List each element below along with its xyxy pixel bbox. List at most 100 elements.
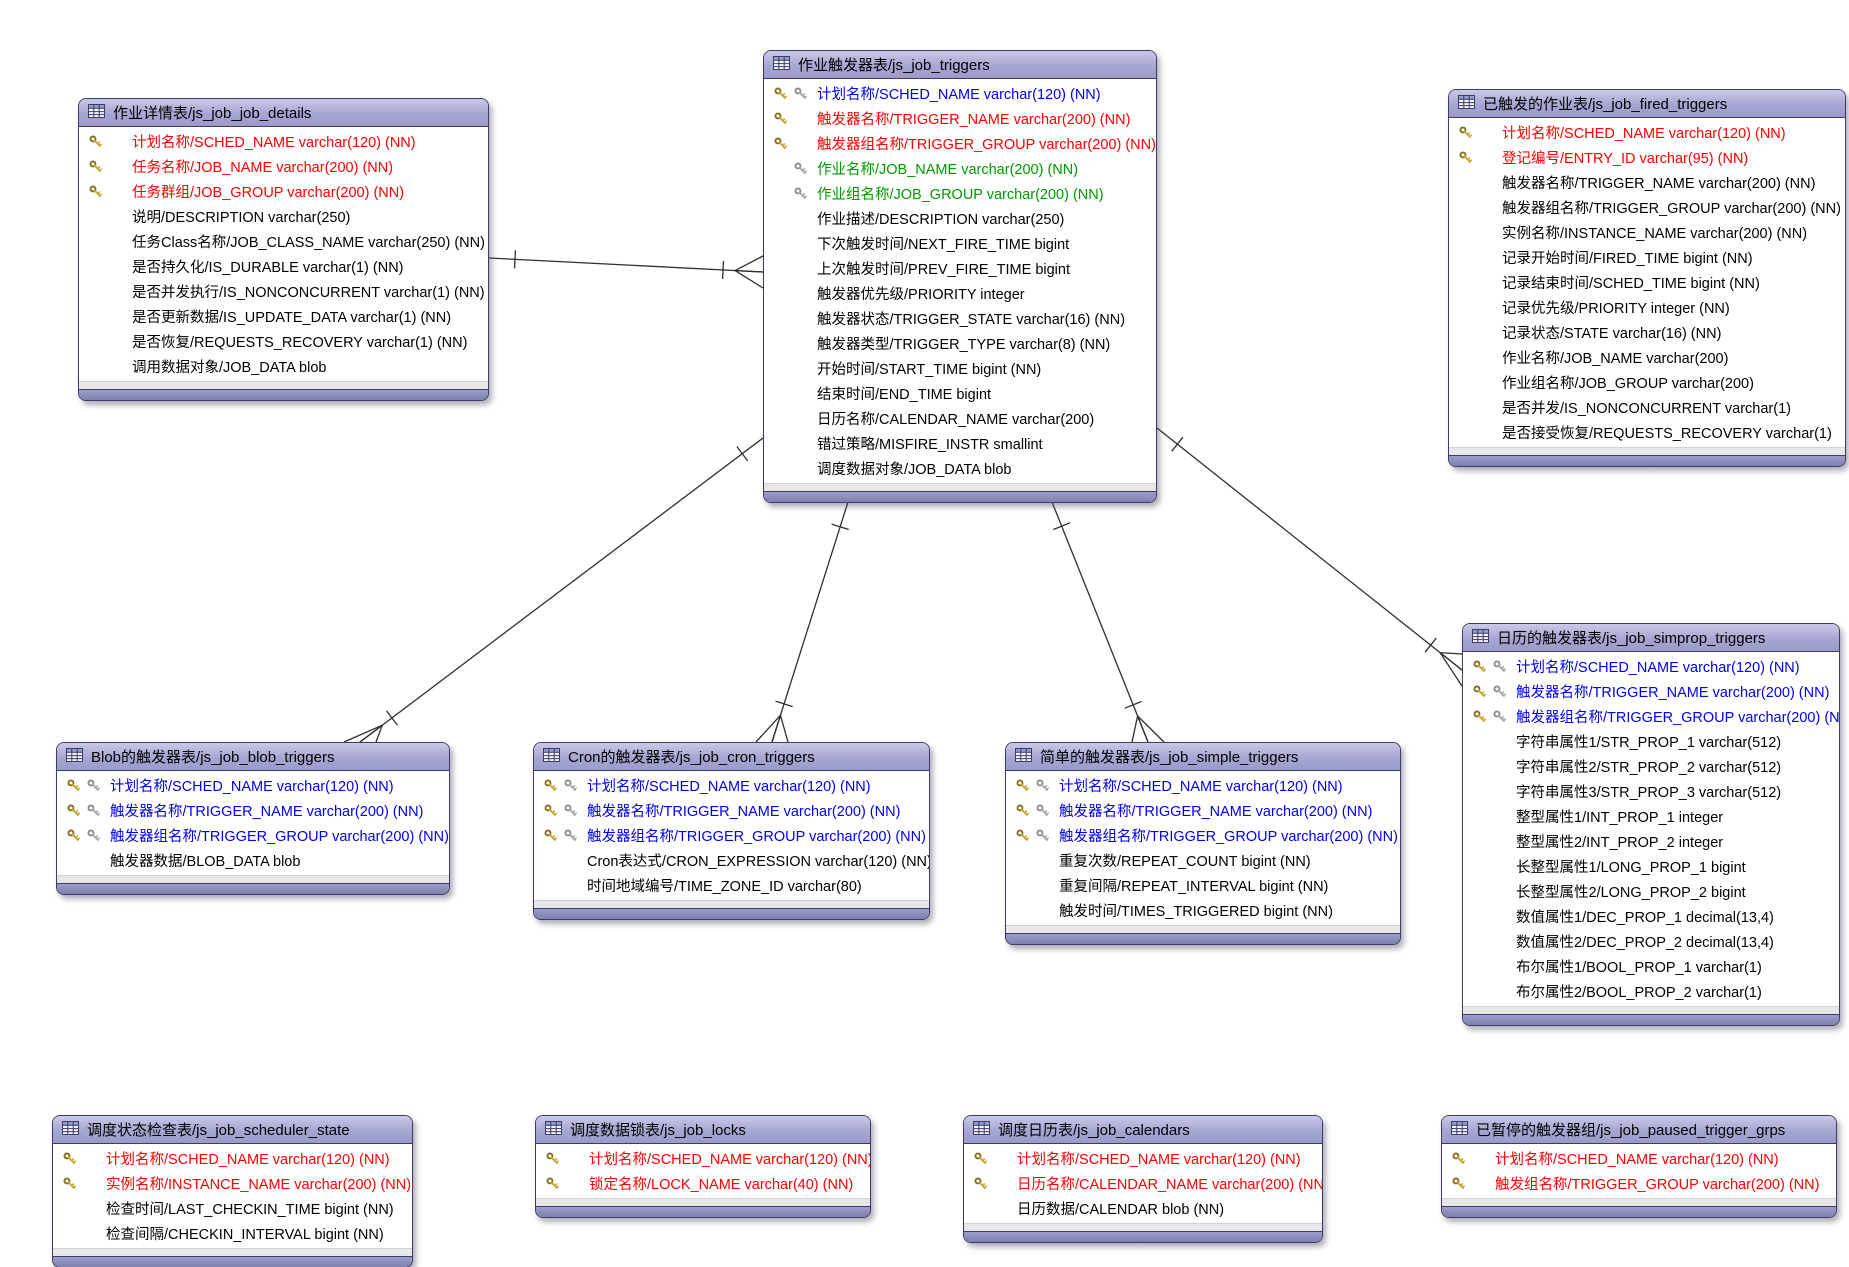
column-row[interactable]: 触发器状态/TRIGGER_STATE varchar(16) (NN)	[764, 306, 1156, 331]
column-row[interactable]: 计划名称/SCHED_NAME varchar(120) (NN)	[57, 773, 449, 798]
column-row[interactable]: 计划名称/SCHED_NAME varchar(120) (NN)	[1463, 654, 1839, 679]
column-row[interactable]: 时间地域编号/TIME_ZONE_ID varchar(80)	[534, 873, 929, 898]
column-row[interactable]: 长整型属性2/LONG_PROP_2 bigint	[1463, 879, 1839, 904]
column-row[interactable]: 任务Class名称/JOB_CLASS_NAME varchar(250) (N…	[79, 229, 488, 254]
column-row[interactable]: 触发器名称/TRIGGER_NAME varchar(200) (NN)	[1449, 170, 1845, 195]
column-row[interactable]: 计划名称/SCHED_NAME varchar(120) (NN)	[964, 1146, 1322, 1171]
column-row[interactable]: 计划名称/SCHED_NAME varchar(120) (NN)	[1442, 1146, 1836, 1171]
column-row[interactable]: 布尔属性2/BOOL_PROP_2 varchar(1)	[1463, 979, 1839, 1004]
table-header[interactable]: 已暂停的触发器组/js_job_paused_trigger_grps	[1442, 1116, 1836, 1144]
column-row[interactable]: 整型属性1/INT_PROP_1 integer	[1463, 804, 1839, 829]
column-row[interactable]: 字符串属性3/STR_PROP_3 varchar(512)	[1463, 779, 1839, 804]
column-row[interactable]: 结束时间/END_TIME bigint	[764, 381, 1156, 406]
table-header[interactable]: 作业详情表/js_job_job_details	[79, 99, 488, 127]
er-table-js_job_triggers[interactable]: 作业触发器表/js_job_triggers 计划名称/SCHED_NAME v…	[763, 50, 1157, 503]
column-row[interactable]: 触发组名称/TRIGGER_GROUP varchar(200) (NN)	[1442, 1171, 1836, 1196]
table-header[interactable]: 作业触发器表/js_job_triggers	[764, 51, 1156, 79]
column-row[interactable]: 整型属性2/INT_PROP_2 integer	[1463, 829, 1839, 854]
column-row[interactable]: 重复间隔/REPEAT_INTERVAL bigint (NN)	[1006, 873, 1400, 898]
er-table-js_job_job_details[interactable]: 作业详情表/js_job_job_details 计划名称/SCHED_NAME…	[78, 98, 489, 401]
column-row[interactable]: 计划名称/SCHED_NAME varchar(120) (NN)	[1006, 773, 1400, 798]
column-row[interactable]: 数值属性2/DEC_PROP_2 decimal(13,4)	[1463, 929, 1839, 954]
column-row[interactable]: 计划名称/SCHED_NAME varchar(120) (NN)	[764, 81, 1156, 106]
column-row[interactable]: 是否恢复/REQUESTS_RECOVERY varchar(1) (NN)	[79, 329, 488, 354]
column-row[interactable]: 实例名称/INSTANCE_NAME varchar(200) (NN)	[1449, 220, 1845, 245]
column-row[interactable]: 日历数据/CALENDAR blob (NN)	[964, 1196, 1322, 1221]
column-row[interactable]: 触发器名称/TRIGGER_NAME varchar(200) (NN)	[57, 798, 449, 823]
column-row[interactable]: 说明/DESCRIPTION varchar(250)	[79, 204, 488, 229]
column-row[interactable]: 长整型属性1/LONG_PROP_1 bigint	[1463, 854, 1839, 879]
column-row[interactable]: 触发器名称/TRIGGER_NAME varchar(200) (NN)	[764, 106, 1156, 131]
table-header[interactable]: 调度日历表/js_job_calendars	[964, 1116, 1322, 1144]
table-header[interactable]: 已触发的作业表/js_job_fired_triggers	[1449, 90, 1845, 118]
column-row[interactable]: 记录开始时间/FIRED_TIME bigint (NN)	[1449, 245, 1845, 270]
column-row[interactable]: 触发器组名称/TRIGGER_GROUP varchar(200) (NN)	[57, 823, 449, 848]
column-row[interactable]: 检查时间/LAST_CHECKIN_TIME bigint (NN)	[53, 1196, 412, 1221]
table-header[interactable]: 调度状态检查表/js_job_scheduler_state	[53, 1116, 412, 1144]
column-row[interactable]: 登记编号/ENTRY_ID varchar(95) (NN)	[1449, 145, 1845, 170]
column-row[interactable]: 是否并发/IS_NONCONCURRENT varchar(1)	[1449, 395, 1845, 420]
er-table-js_job_blob_triggers[interactable]: Blob的触发器表/js_job_blob_triggers 计划名称/SCHE…	[56, 742, 450, 895]
column-row[interactable]: 触发器组名称/TRIGGER_GROUP varchar(200) (NN)	[764, 131, 1156, 156]
column-row[interactable]: 触发器组名称/TRIGGER_GROUP varchar(200) (NN)	[1006, 823, 1400, 848]
er-table-js_job_fired_triggers[interactable]: 已触发的作业表/js_job_fired_triggers 计划名称/SCHED…	[1448, 89, 1846, 467]
column-row[interactable]: 作业描述/DESCRIPTION varchar(250)	[764, 206, 1156, 231]
column-row[interactable]: 是否接受恢复/REQUESTS_RECOVERY varchar(1)	[1449, 420, 1845, 445]
column-row[interactable]: 日历名称/CALENDAR_NAME varchar(200)	[764, 406, 1156, 431]
column-row[interactable]: 实例名称/INSTANCE_NAME varchar(200) (NN)	[53, 1171, 412, 1196]
column-row[interactable]: 计划名称/SCHED_NAME varchar(120) (NN)	[53, 1146, 412, 1171]
column-row[interactable]: 字符串属性1/STR_PROP_1 varchar(512)	[1463, 729, 1839, 754]
column-row[interactable]: 触发器优先级/PRIORITY integer	[764, 281, 1156, 306]
column-row[interactable]: 是否更新数据/IS_UPDATE_DATA varchar(1) (NN)	[79, 304, 488, 329]
er-table-js_job_cron_triggers[interactable]: Cron的触发器表/js_job_cron_triggers 计划名称/SCHE…	[533, 742, 930, 920]
column-row[interactable]: 作业名称/JOB_NAME varchar(200)	[1449, 345, 1845, 370]
column-row[interactable]: 日历名称/CALENDAR_NAME varchar(200) (NN)	[964, 1171, 1322, 1196]
column-row[interactable]: 是否并发执行/IS_NONCONCURRENT varchar(1) (NN)	[79, 279, 488, 304]
column-row[interactable]: 作业名称/JOB_NAME varchar(200) (NN)	[764, 156, 1156, 181]
column-row[interactable]: 触发器名称/TRIGGER_NAME varchar(200) (NN)	[534, 798, 929, 823]
column-row[interactable]: 触发器组名称/TRIGGER_GROUP varchar(200) (NN)	[1449, 195, 1845, 220]
column-row[interactable]: 检查间隔/CHECKIN_INTERVAL bigint (NN)	[53, 1221, 412, 1246]
column-row[interactable]: 触发器组名称/TRIGGER_GROUP varchar(200) (NN)	[534, 823, 929, 848]
column-row[interactable]: 锁定名称/LOCK_NAME varchar(40) (NN)	[536, 1171, 870, 1196]
column-row[interactable]: 任务群组/JOB_GROUP varchar(200) (NN)	[79, 179, 488, 204]
column-row[interactable]: 任务名称/JOB_NAME varchar(200) (NN)	[79, 154, 488, 179]
er-table-js_job_calendars[interactable]: 调度日历表/js_job_calendars 计划名称/SCHED_NAME v…	[963, 1115, 1323, 1243]
column-row[interactable]: 调度数据对象/JOB_DATA blob	[764, 456, 1156, 481]
table-header[interactable]: 调度数据锁表/js_job_locks	[536, 1116, 870, 1144]
column-row[interactable]: 触发器组名称/TRIGGER_GROUP varchar(200) (NN)	[1463, 704, 1839, 729]
column-row[interactable]: 数值属性1/DEC_PROP_1 decimal(13,4)	[1463, 904, 1839, 929]
er-table-js_job_scheduler_state[interactable]: 调度状态检查表/js_job_scheduler_state 计划名称/SCHE…	[52, 1115, 413, 1267]
er-table-js_job_simple_triggers[interactable]: 简单的触发器表/js_job_simple_triggers 计划名称/SCHE…	[1005, 742, 1401, 945]
er-table-js_job_locks[interactable]: 调度数据锁表/js_job_locks 计划名称/SCHED_NAME varc…	[535, 1115, 871, 1218]
er-table-js_job_paused_trigger_grps[interactable]: 已暂停的触发器组/js_job_paused_trigger_grps 计划名称…	[1441, 1115, 1837, 1218]
column-row[interactable]: 作业组名称/JOB_GROUP varchar(200)	[1449, 370, 1845, 395]
column-row[interactable]: 下次触发时间/NEXT_FIRE_TIME bigint	[764, 231, 1156, 256]
column-row[interactable]: 计划名称/SCHED_NAME varchar(120) (NN)	[1449, 120, 1845, 145]
column-row[interactable]: 是否持久化/IS_DURABLE varchar(1) (NN)	[79, 254, 488, 279]
column-row[interactable]: 触发器类型/TRIGGER_TYPE varchar(8) (NN)	[764, 331, 1156, 356]
column-row[interactable]: 触发器名称/TRIGGER_NAME varchar(200) (NN)	[1463, 679, 1839, 704]
column-row[interactable]: 触发器数据/BLOB_DATA blob	[57, 848, 449, 873]
table-header[interactable]: Cron的触发器表/js_job_cron_triggers	[534, 743, 929, 771]
column-row[interactable]: 记录优先级/PRIORITY integer (NN)	[1449, 295, 1845, 320]
column-row[interactable]: 开始时间/START_TIME bigint (NN)	[764, 356, 1156, 381]
column-row[interactable]: 计划名称/SCHED_NAME varchar(120) (NN)	[79, 129, 488, 154]
column-row[interactable]: 上次触发时间/PREV_FIRE_TIME bigint	[764, 256, 1156, 281]
column-row[interactable]: 计划名称/SCHED_NAME varchar(120) (NN)	[536, 1146, 870, 1171]
table-header[interactable]: 日历的触发器表/js_job_simprop_triggers	[1463, 624, 1839, 652]
column-row[interactable]: 重复次数/REPEAT_COUNT bigint (NN)	[1006, 848, 1400, 873]
column-row[interactable]: 记录结束时间/SCHED_TIME bigint (NN)	[1449, 270, 1845, 295]
column-row[interactable]: 作业组名称/JOB_GROUP varchar(200) (NN)	[764, 181, 1156, 206]
table-header[interactable]: Blob的触发器表/js_job_blob_triggers	[57, 743, 449, 771]
column-row[interactable]: 错过策略/MISFIRE_INSTR smallint	[764, 431, 1156, 456]
column-row[interactable]: Cron表达式/CRON_EXPRESSION varchar(120) (NN…	[534, 848, 929, 873]
er-table-js_job_simprop_triggers[interactable]: 日历的触发器表/js_job_simprop_triggers 计划名称/SCH…	[1462, 623, 1840, 1026]
column-row[interactable]: 布尔属性1/BOOL_PROP_1 varchar(1)	[1463, 954, 1839, 979]
table-header[interactable]: 简单的触发器表/js_job_simple_triggers	[1006, 743, 1400, 771]
column-row[interactable]: 计划名称/SCHED_NAME varchar(120) (NN)	[534, 773, 929, 798]
column-row[interactable]: 调用数据对象/JOB_DATA blob	[79, 354, 488, 379]
column-row[interactable]: 触发器名称/TRIGGER_NAME varchar(200) (NN)	[1006, 798, 1400, 823]
column-row[interactable]: 记录状态/STATE varchar(16) (NN)	[1449, 320, 1845, 345]
column-row[interactable]: 触发时间/TIMES_TRIGGERED bigint (NN)	[1006, 898, 1400, 923]
